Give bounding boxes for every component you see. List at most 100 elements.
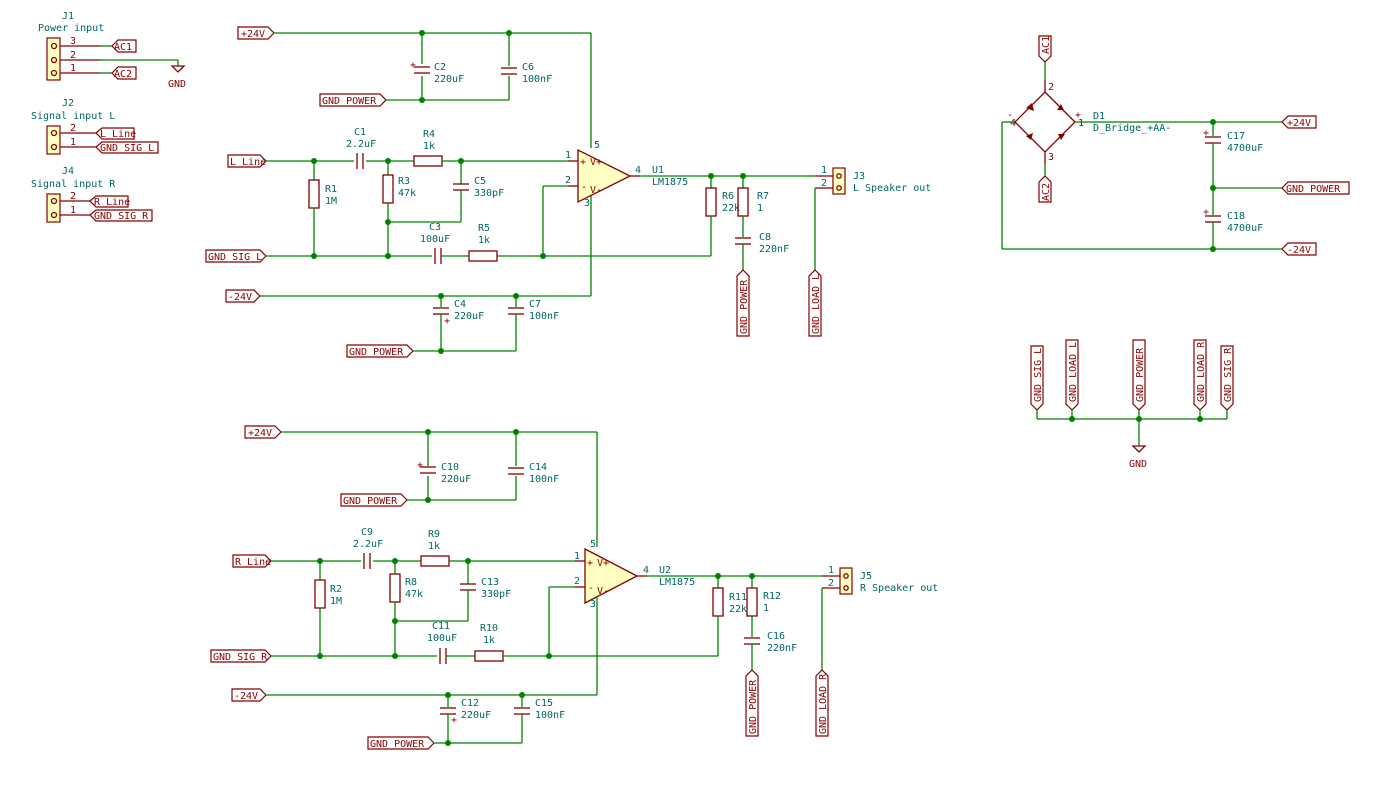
label-gnd-power-c16: GND_POWER xyxy=(745,669,759,737)
svg-text:U1: U1 xyxy=(652,165,664,176)
label-minus24v-l: -24V xyxy=(225,289,261,303)
label-r-line-in: R_Line xyxy=(232,554,272,568)
gnd-symbol: GND xyxy=(168,65,186,90)
connector-j2[interactable]: J2 Signal input L 2 1 xyxy=(31,98,115,155)
svg-text:J1: J1 xyxy=(62,11,74,22)
capacitor-c17[interactable]: + C17 4700uF xyxy=(1203,128,1263,154)
label-gnd-sig-r-star: GND_SIG_R xyxy=(1220,345,1234,411)
svg-text:R1: R1 xyxy=(325,184,337,195)
svg-text:U2: U2 xyxy=(659,565,671,576)
svg-text:C12: C12 xyxy=(461,698,479,709)
svg-text:C18: C18 xyxy=(1227,211,1245,222)
connector-j1[interactable]: J1 Power input 3 2 1 xyxy=(38,11,104,81)
capacitor-c18[interactable]: + C18 4700uF xyxy=(1203,207,1263,234)
svg-text:L_Line: L_Line xyxy=(100,129,136,140)
svg-text:R9: R9 xyxy=(428,529,440,540)
svg-text:+24V: +24V xyxy=(248,428,272,439)
svg-text:R7: R7 xyxy=(757,191,769,202)
capacitor-c10[interactable]: + C10 220uF xyxy=(417,460,471,485)
svg-text:GND_SIG_L: GND_SIG_L xyxy=(1033,348,1044,402)
gnd-symbol-star: GND xyxy=(1129,445,1147,470)
svg-text:220nF: 220nF xyxy=(767,643,797,654)
resistor-r8[interactable]: R8 47k xyxy=(389,573,423,603)
resistor-r3[interactable]: R3 47k xyxy=(382,174,416,204)
svg-text:2: 2 xyxy=(821,178,827,189)
label-gnd-load-r: GND_LOAD_R xyxy=(815,669,829,737)
label-gnd-load-l-star: GND_LOAD_L xyxy=(1065,339,1079,411)
capacitor-c1[interactable]: C1 2.2uF xyxy=(346,127,376,169)
svg-text:J3: J3 xyxy=(853,171,865,182)
svg-text:LM1875: LM1875 xyxy=(659,577,695,588)
label-gnd-sig-l-main: GND_SIG_L xyxy=(205,249,267,263)
svg-text:1: 1 xyxy=(821,165,827,176)
svg-text:4: 4 xyxy=(1010,118,1016,129)
capacitor-c6[interactable]: C6 100nF xyxy=(501,62,552,85)
resistor-r6[interactable]: R6 22k xyxy=(705,187,740,217)
bridge-rectifier-d1[interactable]: 2 3 4 1 - + D1 D_Bridge_+AA- xyxy=(1007,80,1171,164)
svg-text:3: 3 xyxy=(1048,152,1054,163)
opamp-u2[interactable]: + - V+ V- 1 2 3 4 5 U2 LM1875 xyxy=(574,539,695,610)
capacitor-c2[interactable]: + C2 220uF xyxy=(410,60,464,85)
label-gnd-power-c8: GND_POWER xyxy=(736,269,750,337)
svg-text:100uF: 100uF xyxy=(427,633,457,644)
svg-text:R12: R12 xyxy=(763,591,781,602)
svg-text:GND_POWER: GND_POWER xyxy=(1135,347,1146,402)
capacitor-c9[interactable]: C9 2.2uF xyxy=(353,527,383,569)
capacitor-c14[interactable]: C14 100nF xyxy=(508,462,559,485)
resistor-r5[interactable]: R5 1k xyxy=(468,223,498,262)
resistor-r7[interactable]: R7 1 xyxy=(737,187,769,217)
label-plus24v-l: +24V xyxy=(237,26,275,40)
label-gnd-power-psu: GND_POWER xyxy=(1281,181,1350,195)
svg-text:+: + xyxy=(444,316,450,327)
resistor-r9[interactable]: R9 1k xyxy=(420,529,450,567)
svg-text:LM1875: LM1875 xyxy=(652,177,688,188)
svg-text:V-: V- xyxy=(590,185,602,196)
svg-text:C9: C9 xyxy=(361,527,373,538)
svg-text:R_Line: R_Line xyxy=(94,197,130,208)
label-minus24v-r: -24V xyxy=(231,688,267,702)
svg-text:4: 4 xyxy=(635,165,641,176)
svg-text:GND_SIG_L: GND_SIG_L xyxy=(100,143,154,154)
svg-text:C15: C15 xyxy=(535,698,553,709)
connector-j3[interactable]: 1 2 J3 L Speaker out xyxy=(815,165,931,195)
capacitor-c3[interactable]: C3 100uF xyxy=(420,222,450,264)
svg-text:100uF: 100uF xyxy=(420,234,450,245)
resistor-r1[interactable]: R1 1M xyxy=(308,179,337,209)
label-gnd-load-r-star: GND_LOAD_R xyxy=(1193,339,1207,411)
resistor-r12[interactable]: R12 1 xyxy=(746,587,781,617)
svg-text:GND_POWER: GND_POWER xyxy=(739,279,750,334)
svg-text:GND_POWER: GND_POWER xyxy=(1286,184,1341,195)
svg-text:R3: R3 xyxy=(398,176,410,187)
resistor-r4[interactable]: R4 1k xyxy=(413,129,443,167)
resistor-r11[interactable]: R11 22k xyxy=(712,587,747,617)
svg-text:-: - xyxy=(1007,110,1013,121)
svg-text:220uF: 220uF xyxy=(441,474,471,485)
svg-text:4700uF: 4700uF xyxy=(1227,223,1263,234)
svg-text:C17: C17 xyxy=(1227,131,1245,142)
svg-text:1: 1 xyxy=(70,137,76,148)
svg-text:+24V: +24V xyxy=(241,29,265,40)
connector-j4[interactable]: J4 Signal input R 2 1 xyxy=(31,166,116,223)
resistor-r2[interactable]: R2 1M xyxy=(314,579,342,609)
opamp-u1[interactable]: + - V+ V- 1 2 3 4 5 U1 LM1875 xyxy=(565,140,688,209)
svg-text:100nF: 100nF xyxy=(529,311,559,322)
capacitor-c11[interactable]: C11 100uF xyxy=(427,621,457,664)
svg-text:C16: C16 xyxy=(767,631,785,642)
svg-text:AC1: AC1 xyxy=(114,42,132,53)
label-gnd-power-l2: GND_POWER xyxy=(346,344,414,358)
svg-text:1: 1 xyxy=(828,565,834,576)
svg-text:2: 2 xyxy=(565,175,571,186)
svg-text:-24V: -24V xyxy=(234,691,258,702)
svg-text:GND_LOAD_L: GND_LOAD_L xyxy=(1068,342,1079,402)
resistor-r10[interactable]: R10 1k xyxy=(474,623,504,662)
svg-text:5: 5 xyxy=(590,539,596,550)
svg-text:J5: J5 xyxy=(860,571,872,582)
svg-text:1: 1 xyxy=(565,150,571,161)
svg-text:L_Line: L_Line xyxy=(230,157,266,168)
svg-text:C14: C14 xyxy=(529,462,547,473)
label-plus24v-r: +24V xyxy=(244,425,282,439)
svg-text:1M: 1M xyxy=(325,196,337,207)
connector-j5[interactable]: 1 2 J5 R Speaker out xyxy=(822,565,938,595)
label-minus24v-psu: -24V xyxy=(1281,242,1317,256)
svg-text:1k: 1k xyxy=(428,541,440,552)
